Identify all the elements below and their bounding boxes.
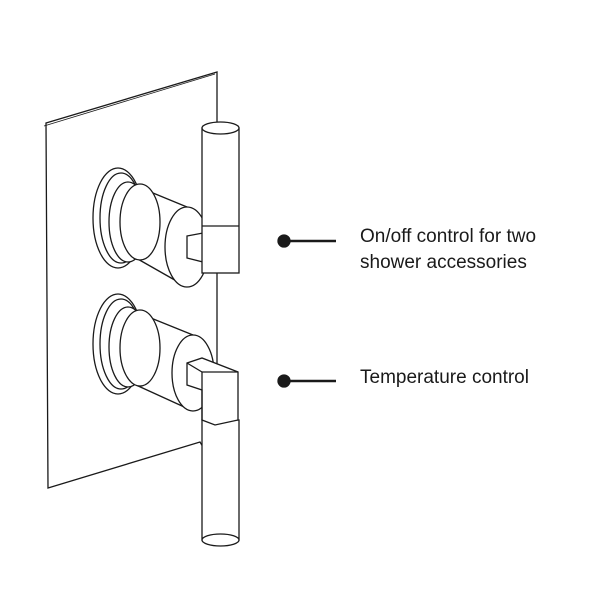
lower-knob-temperature (92, 293, 240, 547)
label-line: Temperature control (360, 367, 529, 388)
label-line: On/off control for two (360, 226, 537, 247)
callout-temperature (277, 374, 336, 388)
callout-on-off (277, 234, 336, 248)
label-line: shower accessories (360, 252, 527, 273)
temperature-control-label: Temperature control (360, 365, 529, 391)
upper-knob-on-off (92, 121, 240, 288)
on-off-control-label: On/off control for two shower accessorie… (360, 224, 536, 276)
